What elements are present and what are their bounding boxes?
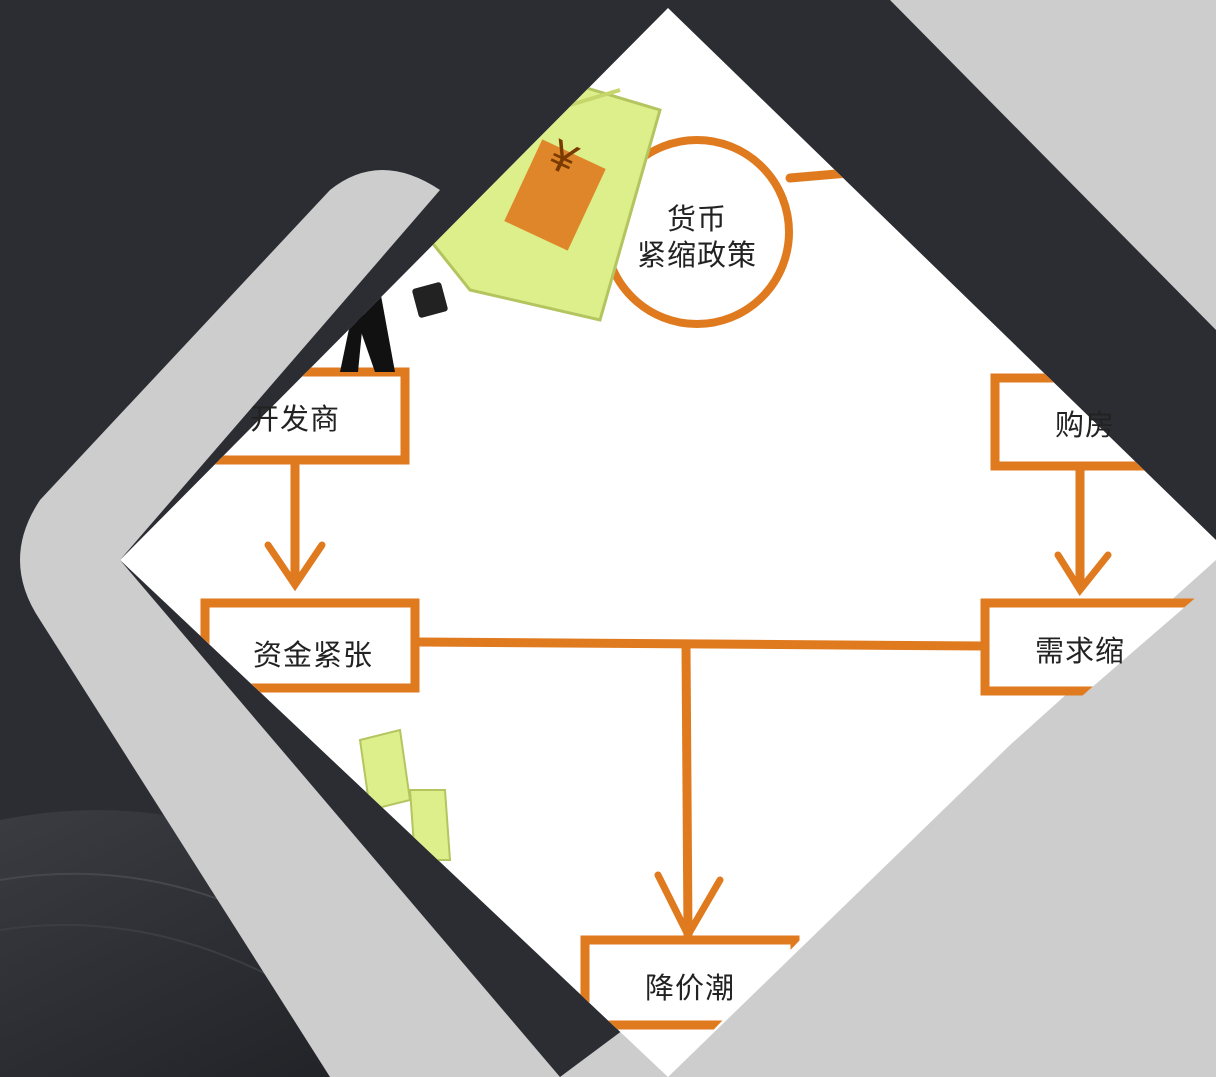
node-demand: 需求缩 <box>1035 634 1126 668</box>
diagram-panel <box>120 8 1216 1077</box>
rope-arrowheads <box>264 541 1112 943</box>
node-buyers: 购房 <box>1055 408 1116 442</box>
rope-connectors <box>290 167 1085 940</box>
node-funding: 资金紧张 <box>252 638 373 672</box>
node-developer: 开发商 <box>249 402 340 436</box>
node-policy-line2: 紧缩政策 <box>636 238 757 272</box>
money-stack-lower <box>358 728 452 861</box>
money-bundle-illustration: ¥ <box>428 78 662 322</box>
node-price-cut: 降价潮 <box>644 971 735 1005</box>
lower-gray-band <box>560 540 1216 1077</box>
corner-gray-band <box>890 0 1216 330</box>
left-rounded-frame <box>20 170 560 1077</box>
node-policy-line1: 货币 <box>666 202 727 236</box>
